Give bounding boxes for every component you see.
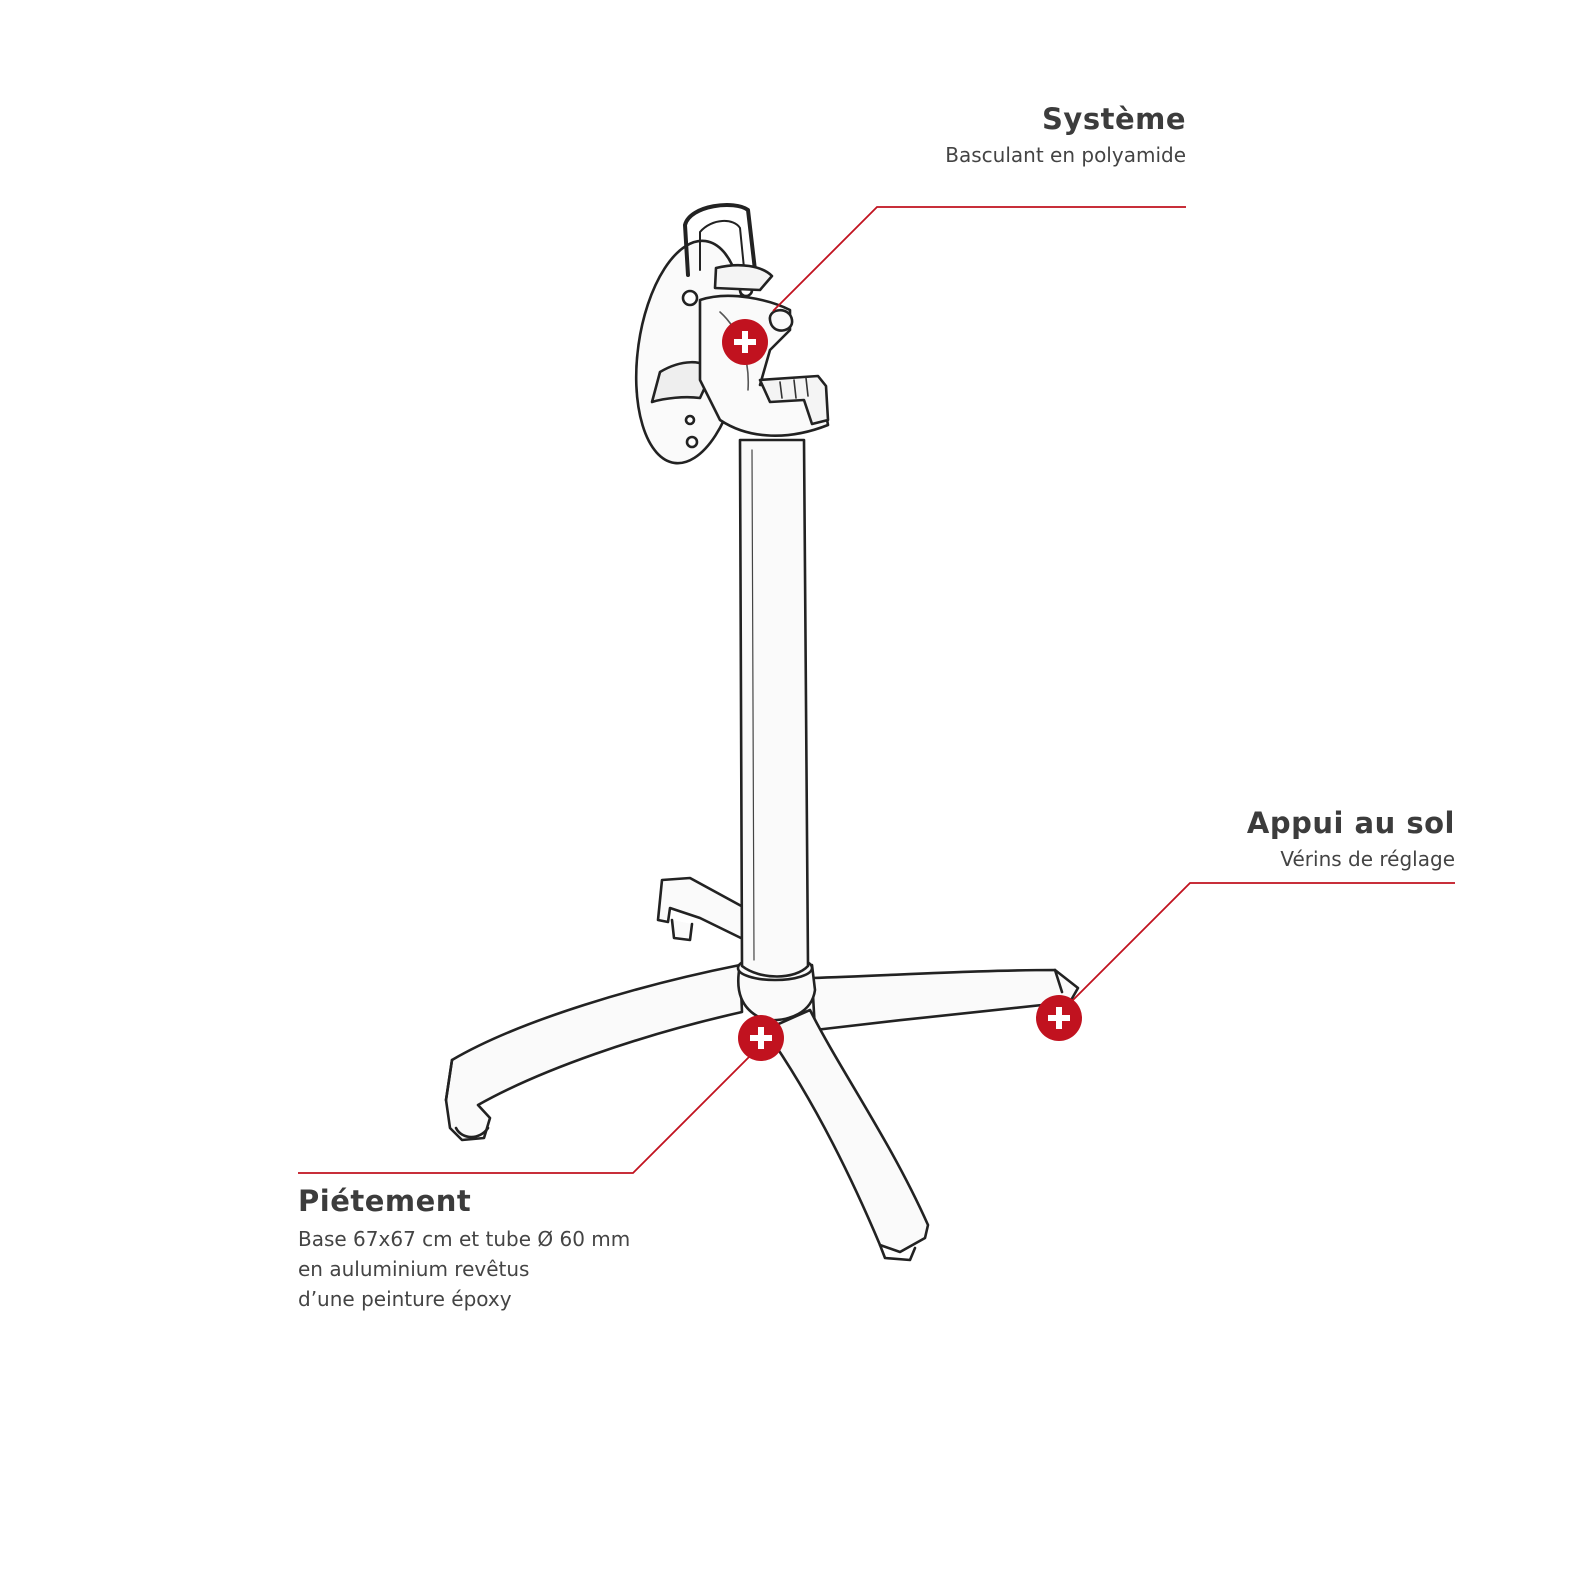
- hotspot-systeme[interactable]: [722, 319, 768, 365]
- callout-line-2: en auluminium revêtus: [298, 1257, 530, 1281]
- plus-icon: [734, 331, 756, 353]
- leader-line-appui: [1069, 882, 1455, 1004]
- callout-pietement: Piétement Base 67x67 cm et tube Ø 60 mm …: [298, 1184, 758, 1314]
- column-tube: [738, 438, 810, 978]
- plus-icon: [1048, 1007, 1070, 1029]
- back-leg: [656, 876, 747, 942]
- plus-icon: [750, 1027, 772, 1049]
- callout-appui: Appui au sol Vérins de réglage: [1035, 806, 1455, 874]
- front-leg: [763, 1008, 930, 1254]
- leader-line-systeme: [772, 206, 1186, 312]
- leader-lines: [298, 206, 1455, 1174]
- callout-title: Piétement: [298, 1184, 472, 1218]
- callout-systeme: Système Basculant en polyamide: [766, 102, 1186, 170]
- callout-subtitle: Vérins de réglage: [1280, 847, 1455, 871]
- table-base-illustration: [444, 203, 1080, 1262]
- callout-subtitle: Basculant en polyamide: [945, 143, 1186, 167]
- tilt-handle: [683, 203, 757, 277]
- callout-title: Appui au sol: [1246, 806, 1455, 840]
- callout-title: Système: [1042, 102, 1186, 136]
- left-leg: [444, 963, 744, 1142]
- callout-line-3: d’une peinture époxy: [298, 1287, 512, 1311]
- leader-line-pietement: [298, 1055, 751, 1174]
- callout-line-1: Base 67x67 cm et tube Ø 60 mm: [298, 1227, 631, 1251]
- hotspot-pietement[interactable]: [738, 1015, 784, 1061]
- hotspot-appui[interactable]: [1036, 995, 1082, 1041]
